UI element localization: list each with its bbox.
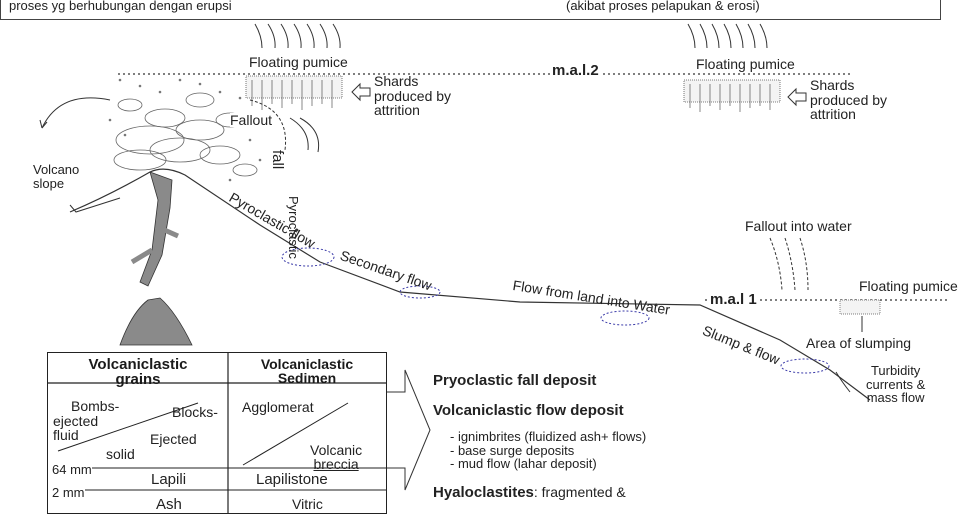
mal2-label: m.a.l.2: [550, 62, 601, 79]
volcano-slope-line: Volcano: [33, 162, 80, 177]
shards-arrow-right: [787, 87, 807, 107]
size-2mm-label: 2 mm: [52, 485, 85, 500]
col1-header-line: Volcaniclastic: [88, 356, 188, 373]
shards-left-line: attrition: [374, 102, 420, 119]
ejecta-dots: [108, 78, 262, 182]
volcanic-breccia-label: Volcanic breccia: [310, 443, 362, 471]
hyaloclastites-desc: : fragmented &: [533, 484, 626, 500]
volcano-conduit: [139, 171, 173, 287]
volcano-slope-line: slope: [33, 176, 65, 192]
flow-deposit-item: - base surge deposits: [450, 442, 575, 458]
shards-right-line: produced by: [810, 91, 888, 108]
floating-pumice-sea-label: Floating pumice: [859, 278, 958, 294]
volcano-branch: [130, 225, 180, 265]
flow-deposit-item: - ignimbrites (fluidized ash+ flows): [450, 429, 647, 444]
vitric-label: Vitric: [292, 496, 323, 512]
eruption-cloud: [113, 92, 258, 177]
hyaloclastites-term: Hyaloclastites: [433, 484, 534, 501]
volcaniclastic-diagram: [39, 23, 950, 491]
turbidity-label: Turbidity currents & mass flow: [866, 364, 925, 405]
area-of-slumping-label: Area of slumping: [806, 335, 912, 351]
bombs-line: Bombs-: [71, 398, 120, 414]
floating-pumice-right-label: Floating pumice: [696, 56, 795, 72]
pumice-layer-right: [683, 79, 781, 103]
deposit-ellipses: [281, 247, 830, 374]
turbidity-line: currents &: [866, 376, 926, 392]
ash-label: Ash: [156, 496, 182, 513]
col2-header: Volcaniclastic Sedimen: [228, 357, 386, 385]
fallout-into-water-label: Fallout into water: [745, 218, 852, 234]
col2-header-line: Sedimen: [277, 370, 337, 386]
header-left-caption: proses yg berhubungan dengan erupsi: [9, 0, 232, 13]
pumice-layer-sea: [839, 299, 881, 315]
flow-deposit-item: - mud flow (lahar deposit): [450, 456, 597, 472]
floating-pumice-left-label: Floating pumice: [249, 54, 348, 70]
pyroclastic-fall-label-2: fall: [269, 150, 286, 170]
blocks-label: Blocks-: [172, 404, 218, 420]
col1-header: Volcaniclastic grains: [48, 357, 228, 387]
pyroclastic-fall-deposit: Pryoclastic fall deposit: [433, 372, 597, 389]
turbidity-line: Turbidity: [870, 363, 921, 378]
breccia-line: Volcanic: [310, 442, 363, 458]
fall-arrows-right: [687, 23, 768, 49]
header-caption-box: proses yg berhubungan dengan erupsi (aki…: [0, 0, 941, 20]
flow-deposit-list: - ignimbrites (fluidized ash+ flows) - b…: [450, 430, 646, 471]
classification-table: Volcaniclastic grains Volcaniclastic Sed…: [47, 352, 387, 514]
shards-right-label: Shards produced by attrition: [810, 78, 887, 122]
slope-pointer: [69, 197, 121, 213]
turbidity-arrow: [835, 371, 851, 393]
magma-chamber: [119, 297, 193, 346]
ballistic-arrow-left: [41, 97, 111, 129]
shards-right-line: Shards: [810, 77, 855, 93]
breccia-line: breccia: [313, 456, 359, 472]
shards-left-label: Shards produced by attrition: [374, 74, 451, 118]
bombs-label: Bombs- ejected fluid: [53, 399, 119, 443]
ground-profile: [69, 168, 871, 401]
fallout-label: Fallout: [230, 112, 273, 128]
ballistic-arrow-right: [249, 99, 287, 151]
lapili-label: Lapili: [151, 471, 187, 488]
shards-arrow-left: [351, 82, 371, 102]
shards-left-line: Shards: [374, 73, 419, 89]
shards-right-line: attrition: [810, 106, 856, 123]
pumice-layer-left: [245, 75, 343, 99]
shards-left-line: produced by: [374, 87, 452, 104]
bombs-line: ejected: [53, 412, 99, 429]
agglomerat-label: Agglomerat: [242, 399, 314, 415]
fallout-arrows: [289, 117, 320, 153]
link-arrow: [384, 369, 431, 491]
col1-header-line: grains: [115, 371, 161, 388]
ejected-label: Ejected: [150, 431, 197, 447]
fallout-into-water-arrows: [769, 237, 809, 291]
bombs-line: fluid: [53, 427, 79, 444]
volcaniclastic-flow-deposit: Volcaniclastic flow deposit: [433, 402, 624, 419]
size-64mm-label: 64 mm: [52, 462, 92, 477]
col2-header-line: Volcaniclastic: [260, 356, 354, 372]
solid-label: solid: [106, 446, 135, 462]
fall-arrows-left: [254, 23, 341, 49]
lapilistone-label: Lapilistone: [256, 471, 328, 488]
hyaloclastites-line: Hyaloclastites: fragmented &: [433, 484, 626, 501]
header-right-caption: (akibat proses pelapukan & erosi): [566, 0, 760, 13]
mal1-label: m.a.l 1: [708, 291, 759, 308]
table-grid: [48, 353, 386, 513]
turbidity-line: mass flow: [866, 390, 925, 406]
volcano-slope-label: Volcano slope: [33, 162, 80, 192]
